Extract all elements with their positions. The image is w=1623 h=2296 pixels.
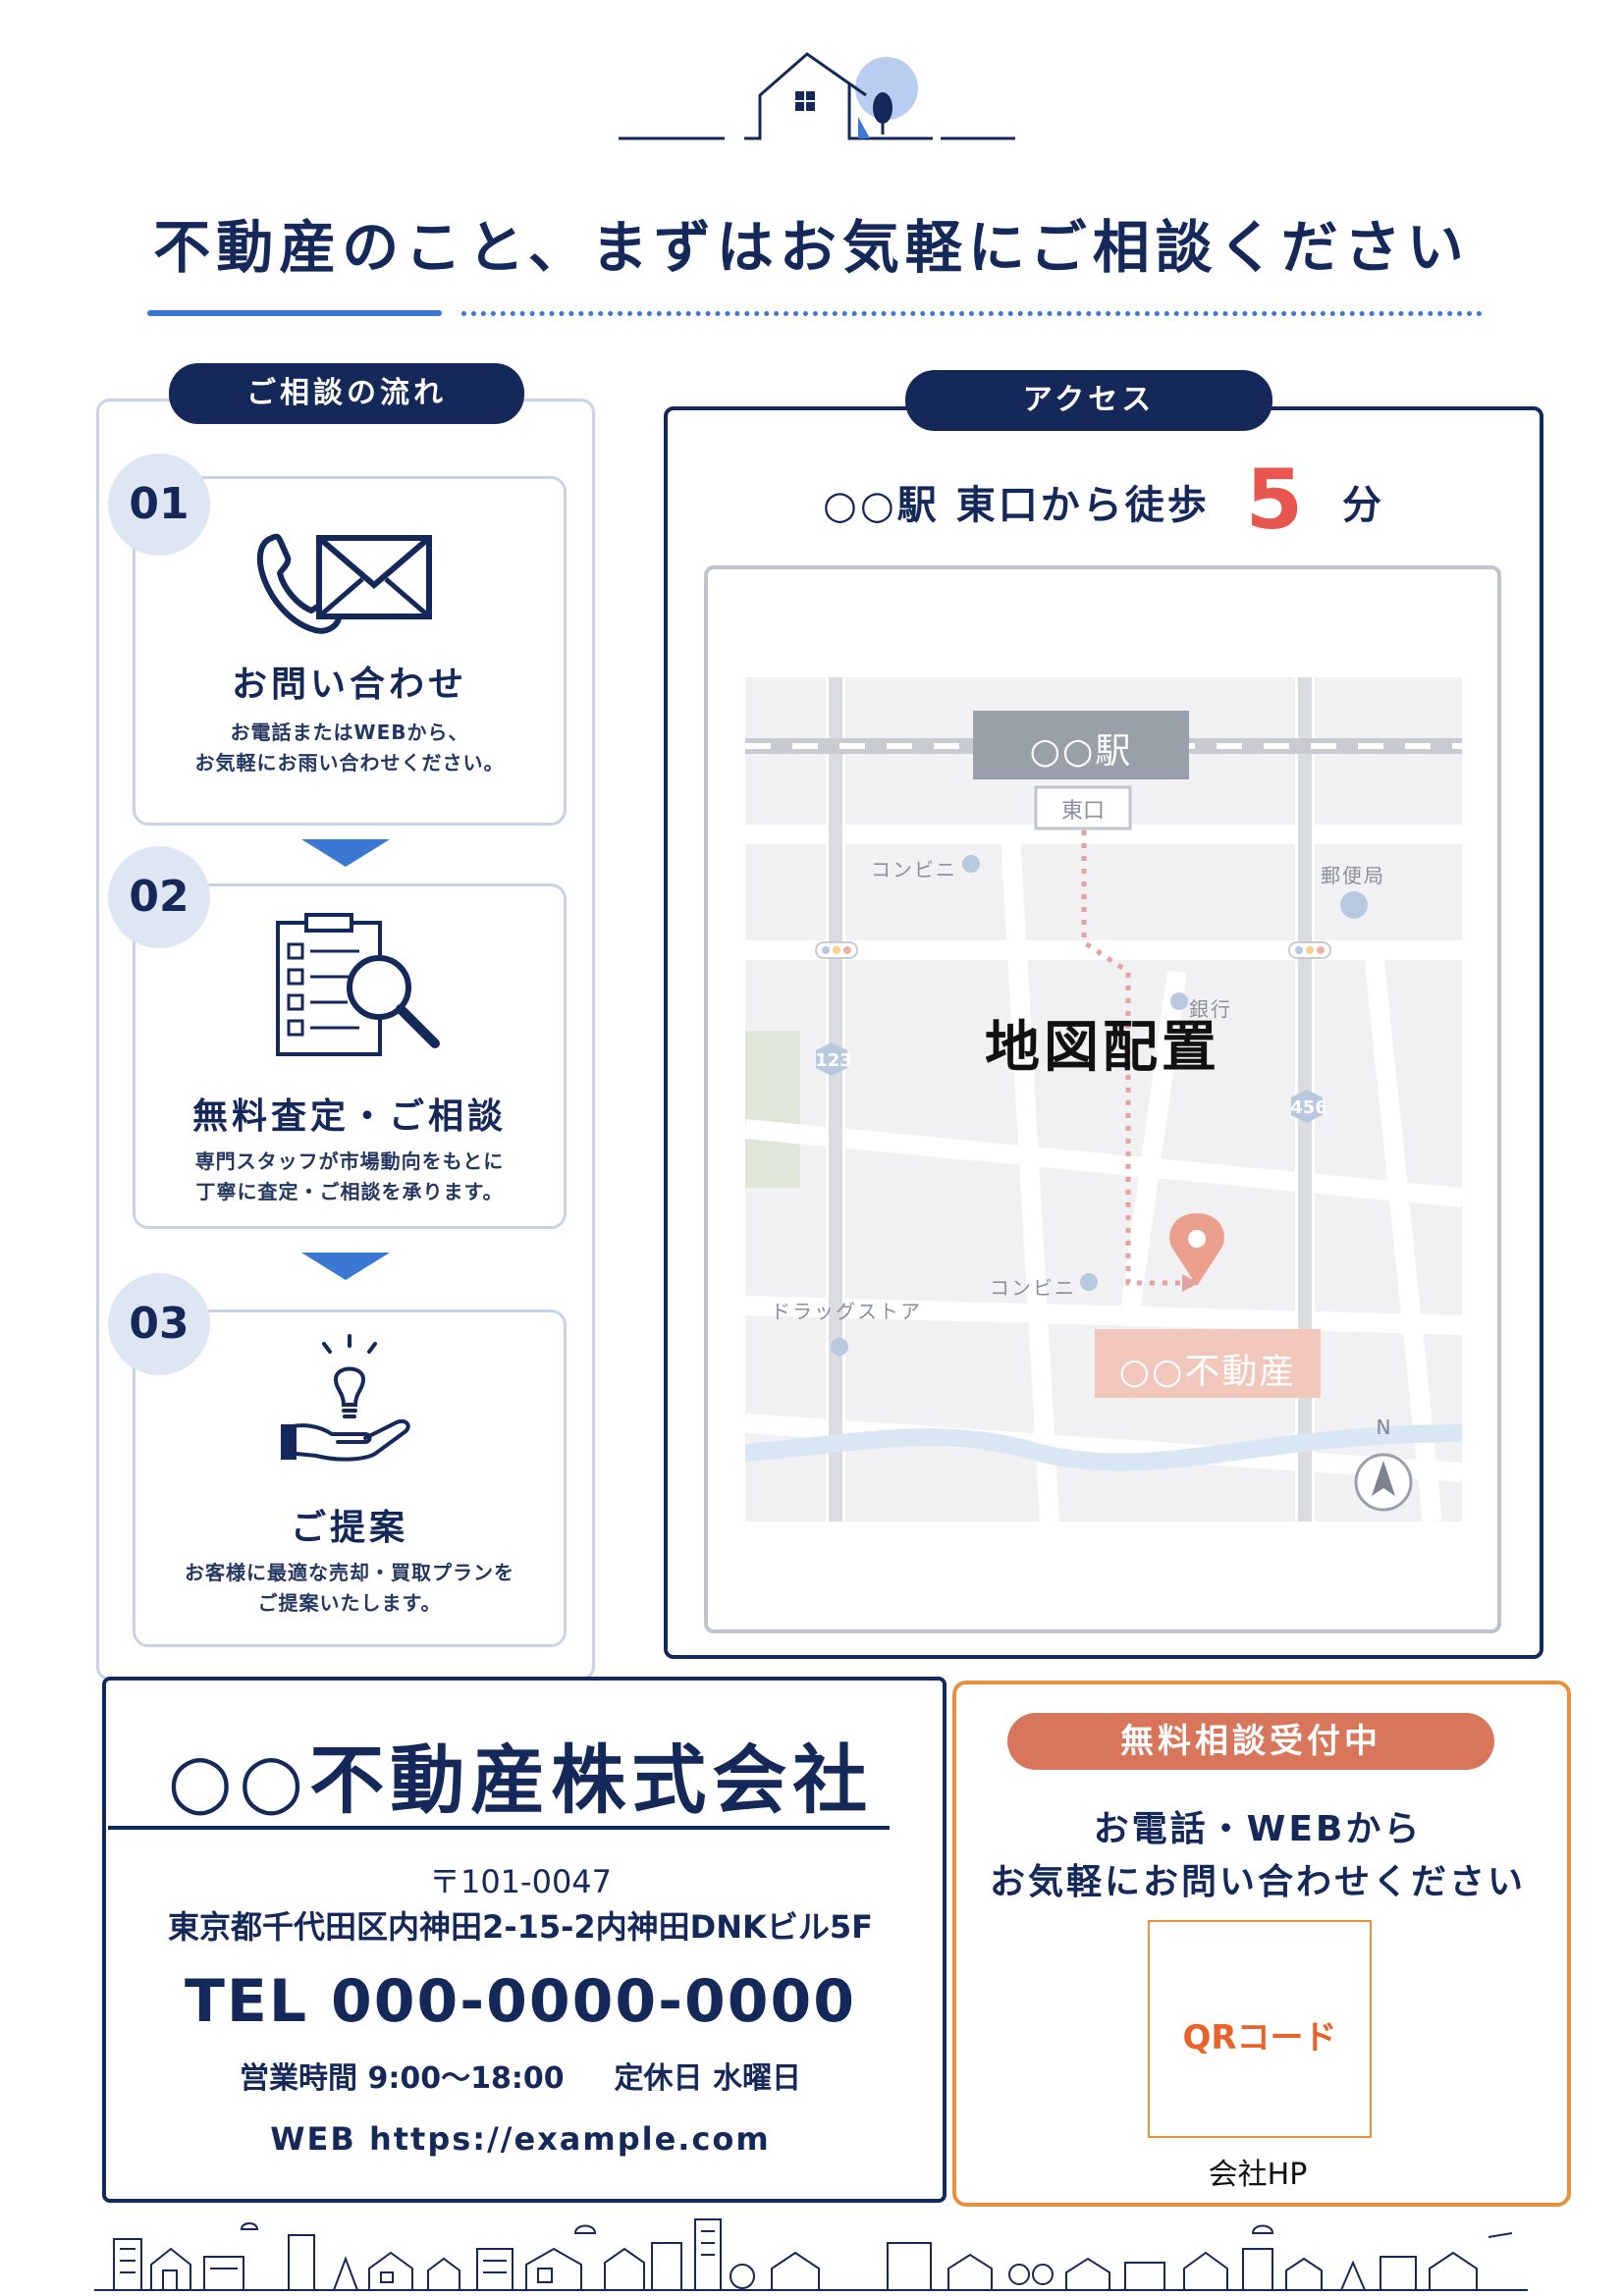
page-title: 不動産のこと、まずはお気軽にご相談ください bbox=[153, 214, 1470, 281]
map-placeholder-text: 地図配置 bbox=[985, 1016, 1220, 1080]
access-line-suffix: 分 bbox=[1342, 483, 1385, 528]
consult-line-2: お気軽にお問い合わせください bbox=[989, 1862, 1526, 1902]
map-drugstore: ドラッグストア bbox=[771, 1300, 922, 1323]
qr-caption: 会社HP bbox=[1208, 2158, 1308, 2192]
step-arrow-2 bbox=[301, 1253, 390, 1280]
step-title-2: 無料査定・ご相談 bbox=[191, 1096, 507, 1137]
company-hours-line: 営業時間 9:00～18:00 定休日 水曜日 bbox=[108, 2054, 933, 2097]
map-convenience-2: コンビニ bbox=[990, 1276, 1076, 1300]
qr-code-label: QRコード bbox=[1182, 2018, 1337, 2057]
company-holiday: 定休日 水曜日 bbox=[614, 2061, 801, 2096]
map-north-label: N bbox=[1376, 1415, 1391, 1439]
townscape-decoration-icon bbox=[94, 2218, 1528, 2291]
step-desc-3b: ご提案いたします。 bbox=[257, 1591, 442, 1615]
map-route-2: 456 bbox=[1290, 1097, 1327, 1118]
access-line-prefix: ○○駅 東口から徒歩 bbox=[822, 483, 1210, 528]
walk-minutes: 5 bbox=[1245, 452, 1307, 548]
checklist-magnifier-icon bbox=[276, 913, 440, 1056]
company-tel: TEL 000-0000-0000 bbox=[184, 1967, 857, 2036]
phone-mail-icon bbox=[256, 533, 432, 634]
lightbulb-hand-icon bbox=[281, 1334, 410, 1462]
step-number-3: 03 bbox=[108, 1273, 210, 1375]
qr-code-placeholder[interactable]: QRコード bbox=[1148, 1920, 1372, 2138]
step-card-3: ご提案 お客様に最適な売却・買取プランを ご提案いたします。 bbox=[133, 1309, 567, 1647]
step-desc-2b: 丁寧に査定・ご相談を承ります。 bbox=[195, 1180, 504, 1203]
title-underline bbox=[147, 310, 442, 316]
consult-line-1: お電話・WEBから bbox=[1093, 1809, 1423, 1849]
map-station-label: ○○駅 bbox=[1029, 731, 1133, 772]
map-route-1: 123 bbox=[815, 1050, 852, 1071]
consult-panel bbox=[952, 1681, 1571, 2207]
step-arrow-1 bbox=[301, 839, 390, 867]
step-desc-3a: お客様に最適な売却・買取プランを bbox=[185, 1561, 514, 1584]
title-dotted-line bbox=[461, 311, 1483, 316]
access-directions: ○○駅 東口から徒歩 5 分 bbox=[664, 452, 1543, 548]
map-frame: ○○駅 東口 コンビニ 郵便局 銀行 コンビニ ドラッグストア 123 456 … bbox=[704, 565, 1501, 1633]
access-label: アクセス bbox=[905, 370, 1272, 431]
map-convenience-1: コンビニ bbox=[871, 858, 957, 881]
step-desc-1a: お電話またはWEBから、 bbox=[230, 721, 469, 744]
company-address: 東京都千代田区内神田2-15-2内神田DNKビル5F bbox=[168, 1908, 873, 1946]
company-web[interactable]: WEB https://example.com bbox=[270, 2120, 771, 2158]
consult-badge: 無料相談受付中 bbox=[1007, 1713, 1494, 1770]
flow-label: ご相談の流れ bbox=[169, 363, 524, 424]
step-number-1: 01 bbox=[108, 454, 210, 556]
step-card-1: お問い合わせ お電話またはWEBから、 お気軽にお雨い合わせください。 bbox=[133, 476, 567, 826]
company-postal: 〒101-0047 bbox=[428, 1863, 613, 1900]
company-divider bbox=[108, 1826, 890, 1830]
map-exit-label: 東口 bbox=[1060, 799, 1105, 824]
map-destination-label: ○○不動産 bbox=[1118, 1352, 1297, 1392]
step-title-1: お問い合わせ bbox=[231, 665, 467, 705]
step-desc-2a: 専門スタッフが市場動向をもとに bbox=[194, 1149, 505, 1173]
step-number-2: 02 bbox=[108, 846, 210, 948]
step-desc-1b: お気軽にお雨い合わせください。 bbox=[194, 751, 505, 774]
map-post-office: 郵便局 bbox=[1321, 864, 1385, 887]
step-title-3: ご提案 bbox=[290, 1508, 408, 1548]
company-name: ○○不動産株式会社 bbox=[167, 1736, 874, 1824]
step-card-2: 無料査定・ご相談 専門スタッフが市場動向をもとに 丁寧に査定・ご相談を承ります。 bbox=[133, 883, 567, 1229]
house-logo-icon bbox=[619, 52, 1015, 140]
company-hours: 営業時間 9:00～18:00 bbox=[240, 2061, 565, 2096]
map-image bbox=[745, 677, 1462, 1522]
company-panel bbox=[102, 1677, 947, 2203]
map-bank: 銀行 bbox=[1189, 997, 1232, 1021]
